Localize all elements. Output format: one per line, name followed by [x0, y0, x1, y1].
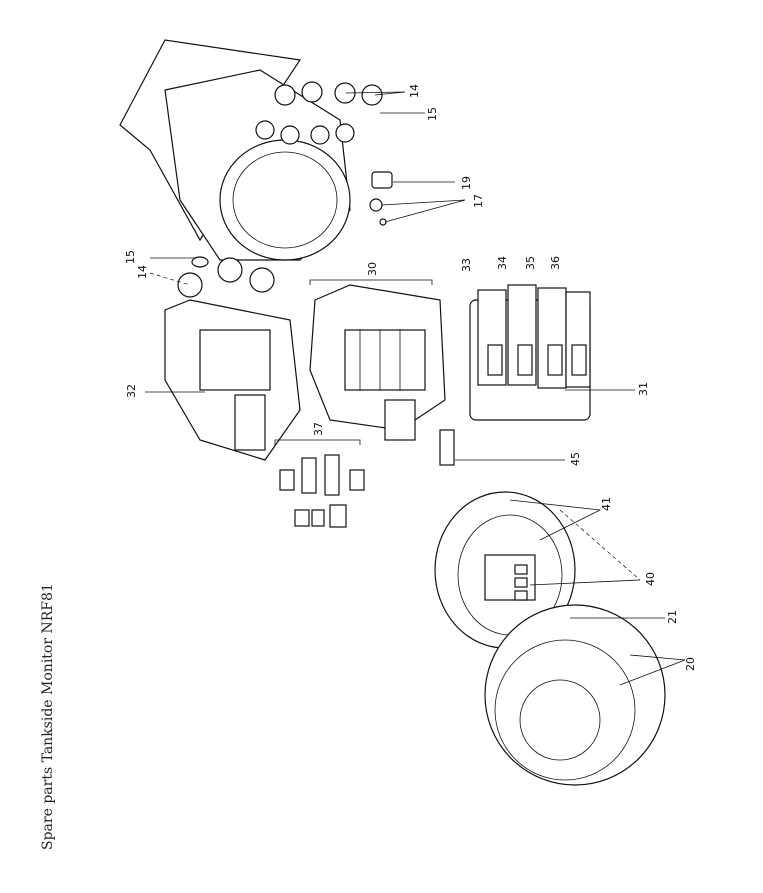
callout: 15	[426, 107, 439, 121]
terminal-blocks	[279, 454, 365, 528]
io-modules	[469, 284, 591, 421]
callout: 32	[125, 384, 138, 398]
callout: 15	[124, 250, 137, 264]
callout: 37	[312, 422, 325, 436]
callout: 19	[460, 176, 473, 190]
housing-part	[119, 39, 393, 298]
housing-cover	[484, 604, 666, 786]
callout: 41	[600, 497, 613, 511]
callout: 35	[524, 256, 537, 270]
connector-part	[439, 429, 455, 466]
callout: 14	[136, 265, 149, 279]
callout-labels: 14 15 19 17 15 14 30 33 34 35 36 32 31 3…	[124, 84, 697, 671]
callout: 34	[496, 256, 509, 270]
display-module	[434, 491, 576, 649]
callout: 33	[460, 258, 473, 272]
callout: 36	[549, 256, 562, 270]
callout: 17	[472, 194, 485, 208]
callout: 14	[408, 84, 421, 98]
callout: 45	[569, 452, 582, 466]
callout: 31	[637, 382, 650, 396]
leader-lines	[145, 91, 686, 686]
callout: 21	[666, 610, 679, 624]
callout: 20	[684, 657, 697, 671]
callout: 30	[366, 262, 379, 276]
electronics-module	[309, 284, 446, 441]
terminal-housing	[164, 299, 301, 461]
callout: 40	[644, 572, 657, 586]
